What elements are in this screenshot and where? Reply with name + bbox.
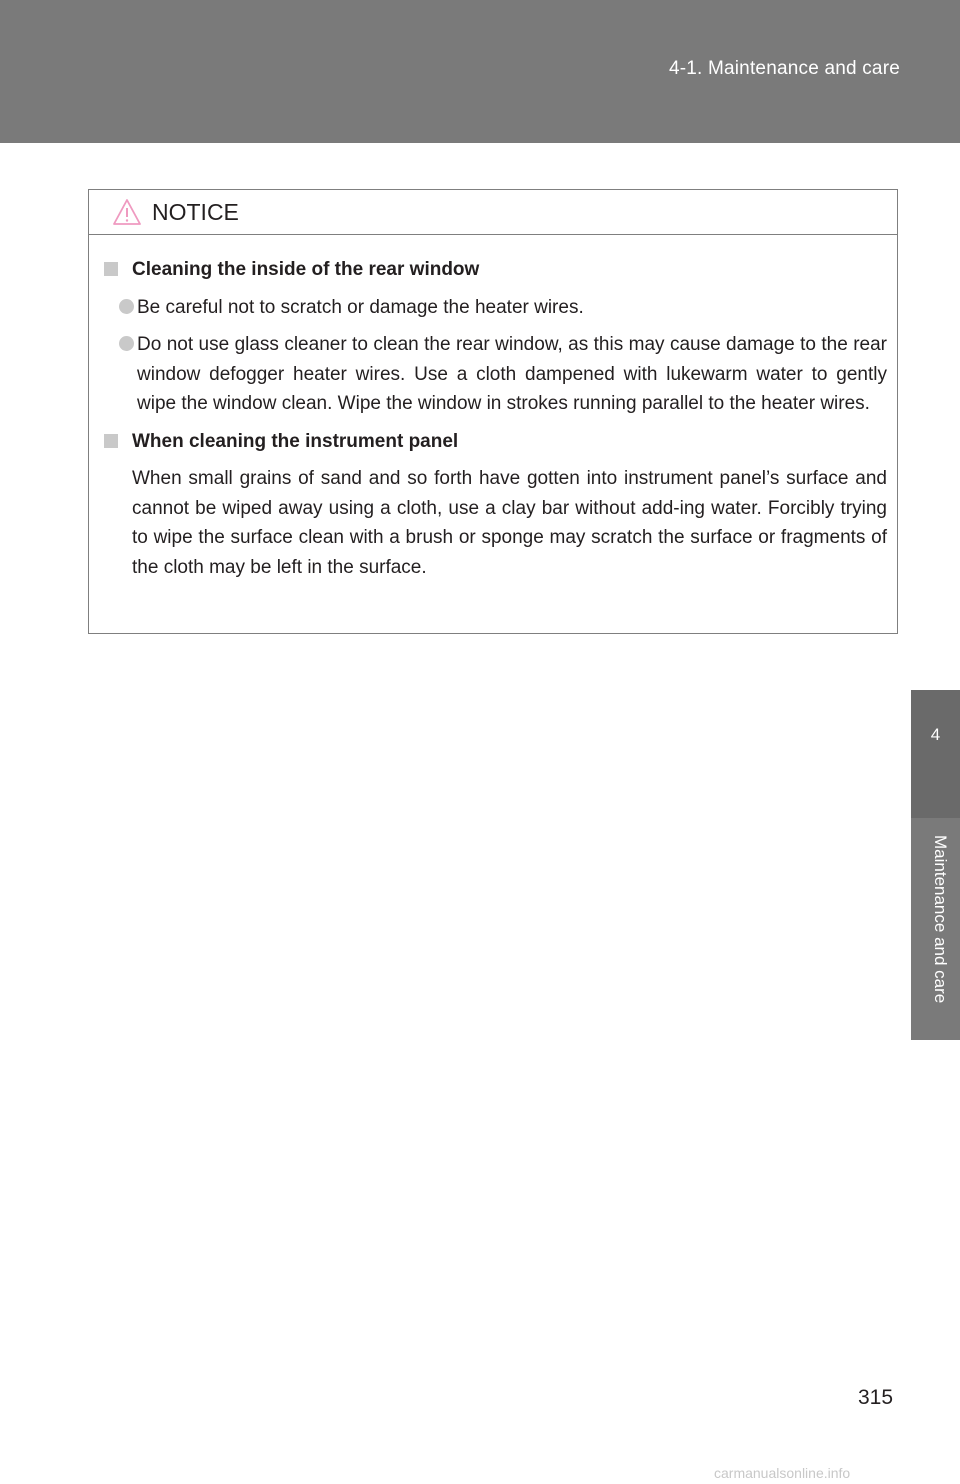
square-bullet-icon: [104, 433, 118, 448]
list-item-text: Be careful not to scratch or damage the …: [137, 296, 584, 318]
round-bullet-icon: [119, 298, 134, 314]
notice-body: Cleaning the inside of the rear window B…: [89, 235, 897, 582]
section-title: 4-1. Maintenance and care: [668, 58, 900, 79]
chapter-label: Maintenance and care: [931, 835, 950, 1004]
list-item: Do not use glass cleaner to clean the re…: [104, 330, 887, 419]
page-header: 4-1. Maintenance and care: [0, 0, 960, 143]
section-heading-text: Cleaning the inside of the rear window: [132, 259, 480, 280]
list-item-text: Do not use glass cleaner to clean the re…: [137, 334, 887, 414]
round-bullet-icon: [119, 336, 134, 351]
section-heading: When cleaning the instrument panel: [104, 427, 887, 457]
section-heading: Cleaning the inside of the rear window: [104, 255, 887, 285]
warning-triangle-icon: [113, 199, 141, 225]
watermark[interactable]: carmanualsonline.info: [714, 1465, 851, 1481]
section-heading-text: When cleaning the instrument panel: [132, 430, 459, 452]
list-item: Be careful not to scratch or damage the …: [104, 293, 887, 323]
notice-header: NOTICE: [89, 190, 897, 235]
paragraph: When small grains of sand and so forth h…: [132, 468, 887, 578]
page-number: 315: [858, 1386, 894, 1409]
square-bullet-icon: [104, 262, 118, 276]
chapter-number-box: [911, 690, 960, 818]
notice-box: NOTICE Cleaning the inside of the rear w…: [88, 189, 898, 634]
chapter-number: 4: [930, 725, 941, 744]
notice-title: NOTICE: [152, 199, 239, 225]
